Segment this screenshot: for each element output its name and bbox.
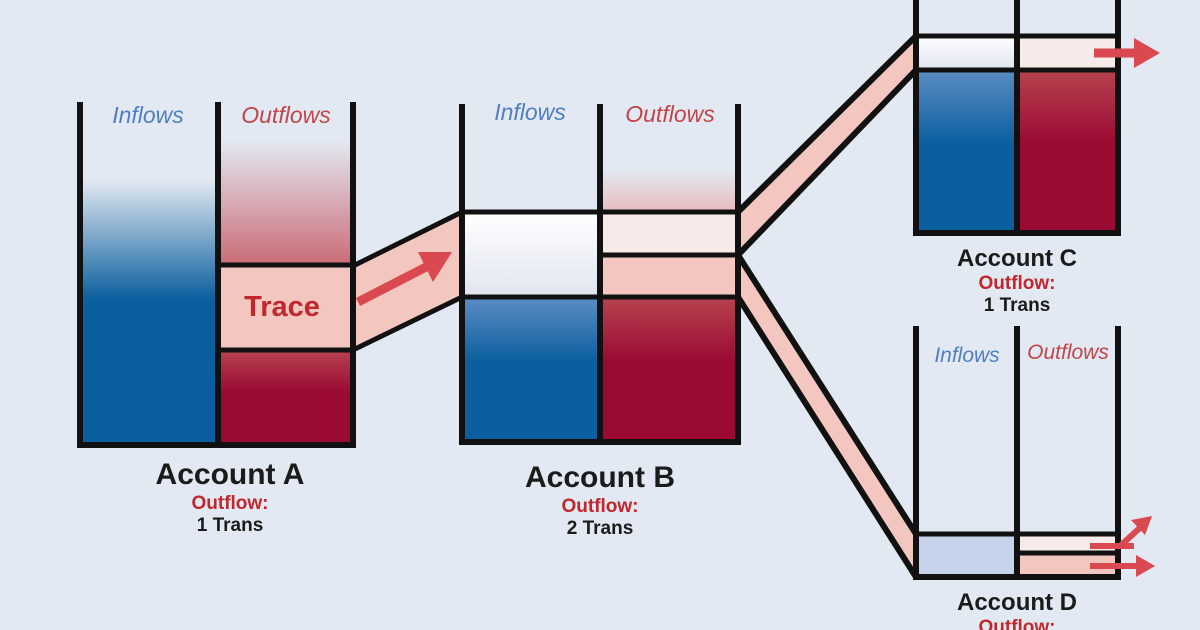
account-a-outflows-label: Outflows — [241, 102, 331, 128]
trace-label: Trace — [244, 291, 320, 323]
trace-stream-b-to-d-edge-bottom — [735, 295, 919, 579]
account-b-outflow-fill — [600, 297, 738, 442]
account-c-trans-count: 1 Trans — [984, 295, 1051, 316]
account-d-outflows-label: Outflows — [1027, 341, 1109, 364]
account-b-outflows-label: Outflows — [625, 101, 715, 127]
account-c: Account C Outflow: 1 Trans — [913, 0, 1121, 316]
trace-stream-a-to-b-edge-top — [351, 209, 464, 269]
trace-stream-a-to-b-edge-bottom — [351, 294, 464, 353]
account-c-inflow-fill — [916, 70, 1017, 233]
account-b-inflows-label: Inflows — [494, 99, 566, 125]
account-b: Inflows Outflows Account B Outflow: 2 Tr… — [459, 99, 741, 539]
trace-arrow-icon — [355, 252, 452, 307]
trace-stream-b-to-d — [738, 255, 916, 577]
account-c-outflow-arrow-icon — [1094, 38, 1160, 68]
account-b-outflow-fade — [600, 170, 738, 212]
account-d-outflow-arrow-right-icon — [1090, 555, 1155, 577]
account-c-inflow-trace-band — [916, 36, 1017, 70]
account-a-trans-count: 1 Trans — [197, 515, 264, 536]
account-a-inflows-label: Inflows — [112, 102, 184, 128]
account-c-name: Account C — [957, 245, 1077, 272]
account-d-name: Account D — [957, 589, 1077, 616]
account-a-name: Account A — [156, 458, 305, 491]
account-b-outflow-trace-top — [600, 212, 738, 255]
account-a-outflow-fade — [218, 140, 353, 265]
account-a-outflow-label: Outflow: — [191, 493, 268, 514]
account-a-trace-band — [218, 265, 353, 350]
account-b-name: Account B — [525, 461, 675, 494]
account-d-inflows-label: Inflows — [934, 344, 1000, 367]
account-b-trans-count: 2 Trans — [567, 518, 634, 539]
trace-stream-b-to-c-edge-top — [735, 33, 919, 215]
account-b-outflow-label: Outflow: — [561, 496, 638, 517]
account-d-outflow-arrow-up-icon — [1090, 516, 1152, 549]
account-b-inflow-fill — [462, 297, 600, 442]
trace-stream-b-to-c-edge-bottom — [735, 67, 919, 258]
account-d-inflow-trace-band — [916, 534, 1017, 577]
account-d-outflow-label: Outflow: — [978, 617, 1055, 630]
account-b-outflow-trace-bottom — [600, 255, 738, 297]
account-a-outflow-fill — [218, 350, 353, 445]
account-d: Inflows Outflows Account D Outflow: — [913, 326, 1121, 630]
trace-stream-b-to-c — [738, 36, 916, 255]
account-b-inflow-trace-band — [462, 212, 600, 297]
account-a-inflow-fill — [80, 180, 218, 445]
account-c-outflow-label: Outflow: — [978, 273, 1055, 294]
account-c-outflow-fill — [1017, 70, 1118, 233]
account-a: Inflows Outflows Trace Account A Outflow… — [77, 102, 356, 536]
trace-stream-b-to-d-edge-top — [735, 253, 919, 536]
